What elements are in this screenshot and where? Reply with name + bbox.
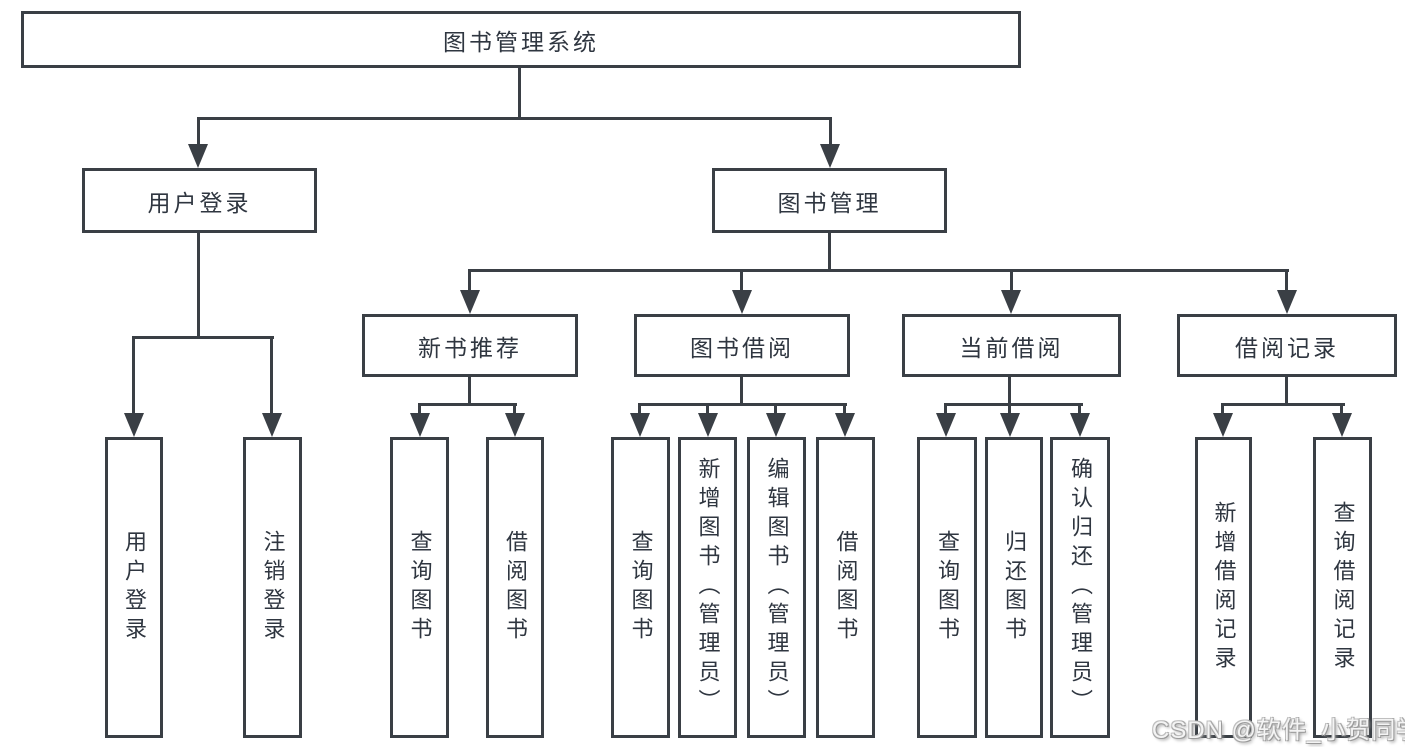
node-label: 查询图书 bbox=[935, 529, 960, 646]
arrow-down bbox=[698, 413, 718, 437]
connector-line bbox=[1285, 377, 1288, 406]
leaf-query-books-borrowing: 查询图书 bbox=[611, 437, 670, 738]
connector-line bbox=[829, 117, 832, 147]
connector-line bbox=[638, 403, 641, 415]
arrow-down bbox=[630, 413, 650, 437]
connector-line bbox=[1221, 403, 1224, 415]
connector-line bbox=[1221, 403, 1345, 406]
connector-line bbox=[1010, 269, 1013, 293]
connector-line bbox=[843, 403, 846, 415]
node-label: 确认归还（管理员） bbox=[1068, 457, 1093, 718]
connector-line bbox=[518, 68, 521, 120]
leaf-confirm-return-admin: 确认归还（管理员） bbox=[1050, 437, 1110, 738]
leaf-add-books-admin: 新增图书（管理员） bbox=[678, 437, 737, 738]
connector-line bbox=[638, 403, 847, 406]
arrow-down bbox=[262, 413, 282, 437]
csdn-watermark: CSDN @软件_小贺同学 bbox=[1152, 717, 1405, 744]
connector-line bbox=[468, 269, 471, 293]
node-label: 当前借阅 bbox=[959, 334, 1064, 361]
arrow-down bbox=[1332, 413, 1352, 437]
connector-line bbox=[132, 336, 135, 416]
connector-line bbox=[468, 269, 1289, 272]
connector-line bbox=[468, 377, 471, 406]
arrow-down bbox=[1213, 413, 1233, 437]
node-label: 新增图书（管理员） bbox=[695, 457, 721, 718]
arrow-down bbox=[766, 413, 786, 437]
arrow-down bbox=[410, 413, 430, 437]
connector-line bbox=[513, 403, 516, 415]
node-current-borrowing: 当前借阅 bbox=[902, 314, 1121, 377]
node-borrowing-records: 借阅记录 bbox=[1177, 314, 1397, 377]
node-label: 查询图书 bbox=[407, 529, 433, 646]
node-label: 编辑图书（管理员） bbox=[764, 457, 790, 718]
connector-line bbox=[1008, 403, 1011, 415]
connector-line bbox=[1008, 377, 1011, 406]
node-label: 新增借阅记录 bbox=[1211, 500, 1237, 675]
node-label: 新书推荐 bbox=[418, 334, 522, 361]
connector-line bbox=[418, 403, 421, 415]
node-label: 借阅图书 bbox=[833, 529, 859, 646]
arrow-down bbox=[124, 413, 144, 437]
arrow-down bbox=[1001, 290, 1021, 314]
node-label: 借阅图书 bbox=[503, 529, 528, 646]
arrow-down bbox=[936, 413, 956, 437]
arrow-down bbox=[835, 413, 855, 437]
arrow-down bbox=[188, 144, 208, 168]
leaf-add-borrow-record: 新增借阅记录 bbox=[1195, 437, 1252, 738]
leaf-return-books: 归还图书 bbox=[985, 437, 1043, 738]
connector-line bbox=[828, 233, 831, 271]
node-label: 图书借阅 bbox=[690, 334, 794, 361]
connector-line bbox=[944, 403, 1083, 406]
connector-line bbox=[197, 117, 831, 120]
leaf-query-books-recommend: 查询图书 bbox=[390, 437, 449, 738]
arrow-down bbox=[1070, 413, 1090, 437]
connector-line bbox=[944, 403, 947, 415]
node-label: 用户登录 bbox=[122, 529, 147, 646]
node-label: 用户登录 bbox=[147, 189, 252, 216]
connector-line bbox=[197, 117, 200, 147]
node-label: 注销登录 bbox=[260, 529, 286, 646]
connector-line bbox=[1340, 403, 1343, 415]
connector-line bbox=[706, 403, 709, 415]
node-library-management-system: 图书管理系统 bbox=[21, 11, 1021, 68]
node-user-login: 用户登录 bbox=[82, 168, 317, 233]
connector-line bbox=[740, 377, 743, 406]
node-label: 查询借阅记录 bbox=[1330, 500, 1356, 675]
connector-line bbox=[132, 336, 274, 339]
node-label: 图书管理系统 bbox=[443, 28, 599, 55]
arrow-down bbox=[820, 144, 840, 168]
node-label: 图书管理 bbox=[777, 189, 882, 216]
node-label: 查询图书 bbox=[628, 529, 654, 646]
connector-line bbox=[270, 336, 273, 416]
connector-line bbox=[774, 403, 777, 415]
node-book-management: 图书管理 bbox=[712, 168, 947, 233]
node-label: 借阅记录 bbox=[1235, 334, 1339, 361]
leaf-logout: 注销登录 bbox=[243, 437, 302, 738]
leaf-user-login: 用户登录 bbox=[105, 437, 163, 738]
leaf-borrow-books-borrowing: 借阅图书 bbox=[816, 437, 875, 738]
node-book-borrowing: 图书借阅 bbox=[634, 314, 850, 377]
arrow-down bbox=[460, 290, 480, 314]
node-label: 归还图书 bbox=[1002, 529, 1027, 646]
node-new-book-recommend: 新书推荐 bbox=[362, 314, 578, 377]
arrow-down bbox=[1277, 290, 1297, 314]
arrow-down bbox=[732, 290, 752, 314]
leaf-borrow-books-recommend: 借阅图书 bbox=[486, 437, 544, 738]
leaf-query-books-current: 查询图书 bbox=[917, 437, 977, 738]
connector-line bbox=[1078, 403, 1081, 415]
leaf-query-borrow-record: 查询借阅记录 bbox=[1313, 437, 1372, 738]
connector-line bbox=[1285, 269, 1288, 293]
connector-line bbox=[197, 233, 200, 338]
connector-line bbox=[740, 269, 743, 293]
leaf-edit-books-admin: 编辑图书（管理员） bbox=[747, 437, 806, 738]
connector-line bbox=[418, 403, 517, 406]
arrow-down bbox=[505, 413, 525, 437]
arrow-down bbox=[1000, 413, 1020, 437]
